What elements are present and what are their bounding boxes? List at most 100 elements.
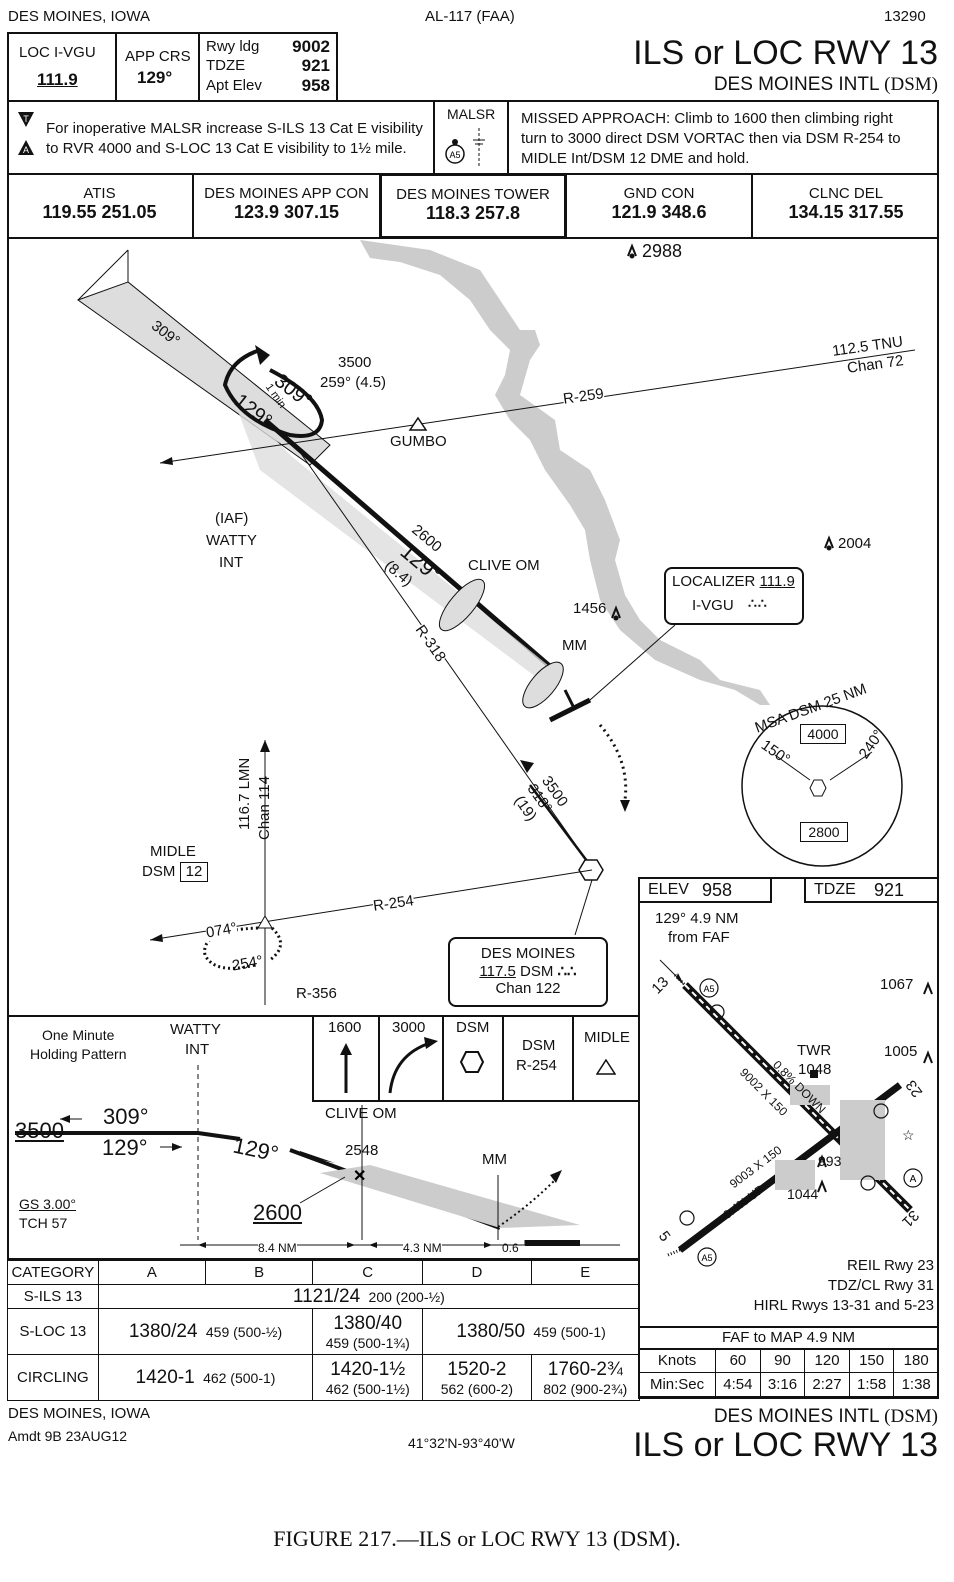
time-120: 2:27 bbox=[804, 1372, 850, 1397]
morse-code-icon: ∴∴ bbox=[748, 595, 768, 611]
col-c: C bbox=[312, 1260, 424, 1285]
comm-atis-name: ATIS bbox=[83, 185, 116, 202]
airport-elev-box: ELEV 958 bbox=[640, 879, 772, 903]
intersection-triangle-icon bbox=[596, 1059, 616, 1075]
sloc-de-sub: 459 (500-1) bbox=[533, 1323, 606, 1340]
airport-name: DES MOINES INTL bbox=[713, 74, 879, 95]
svg-text:✕: ✕ bbox=[353, 1168, 366, 1185]
svg-text:A: A bbox=[23, 145, 29, 155]
svg-text:A5: A5 bbox=[701, 1253, 712, 1263]
knots-label: Knots bbox=[637, 1348, 717, 1373]
profile-clive-om: CLIVE OM bbox=[325, 1105, 397, 1122]
apt-elev-value: 958 bbox=[301, 76, 330, 95]
circ-e-sub: 802 (900-2¾) bbox=[543, 1380, 628, 1397]
chart-location: DES MOINES, IOWA bbox=[8, 8, 150, 25]
profile-altitude-2548: 2548 bbox=[345, 1142, 379, 1159]
minimums-table: CATEGORY A B C D E S-ILS 13 1121/24 200 … bbox=[7, 1260, 641, 1401]
missed-icon-dsm2: DSM bbox=[522, 1037, 556, 1054]
footer-location: DES MOINES, IOWA bbox=[8, 1405, 150, 1422]
missed-icon-3000: 3000 bbox=[378, 1015, 444, 1100]
localizer-label-text: LOCALIZER bbox=[672, 573, 756, 590]
holding-note-1: One Minute bbox=[42, 1027, 115, 1043]
obstacle-1044: 1044 bbox=[787, 1186, 819, 1202]
malsr-label: MALSR bbox=[447, 106, 496, 122]
missed-icon-midle: MIDLE bbox=[572, 1015, 640, 1100]
lighting-tdz: TDZ/CL Rwy 31 bbox=[827, 1277, 934, 1294]
comm-clearance-freq: 134.15 317.55 bbox=[788, 202, 904, 222]
vortac-icon bbox=[460, 1051, 484, 1073]
time-90: 3:16 bbox=[759, 1372, 806, 1397]
tdze-value: 921 bbox=[301, 56, 330, 75]
profile-inbound-129: 129° bbox=[102, 1135, 148, 1160]
app-crs-label: APP CRS bbox=[125, 48, 191, 65]
obstacle-1067: 1067 bbox=[880, 976, 914, 993]
profile-view bbox=[7, 1015, 640, 1260]
profile-watty: WATTY bbox=[170, 1021, 221, 1038]
comm-tower-name: DES MOINES TOWER bbox=[396, 186, 550, 203]
sloc-de-main: 1380/50 bbox=[456, 1320, 526, 1342]
malsr-box: MALSR A5 bbox=[433, 100, 509, 175]
faf-note-2: from FAF bbox=[668, 929, 730, 946]
lmn-frequency: 116.7 LMN bbox=[236, 757, 253, 830]
obstacle-993: 993 bbox=[818, 1153, 842, 1169]
iaf-label: (IAF) bbox=[215, 510, 249, 527]
comm-ground-name: GND CON bbox=[623, 185, 695, 202]
loc-freq: 111.9 bbox=[37, 70, 78, 89]
comm-clearance: CLNC DEL 134.15 317.55 bbox=[753, 173, 939, 239]
time-60: 4:54 bbox=[715, 1372, 761, 1397]
footer-airport-id: (DSM) bbox=[884, 1406, 938, 1427]
missed-icon-1600: 1600 bbox=[314, 1015, 380, 1100]
rwy-ldg-value: 9002 bbox=[292, 37, 330, 56]
tower-label: TWR bbox=[797, 1042, 832, 1059]
footer-airport-line: DES MOINES INTL (DSM) bbox=[714, 1406, 938, 1428]
gumbo-altitude: 3500 bbox=[338, 354, 372, 371]
airport-diagram bbox=[638, 877, 939, 1399]
comm-approach: DES MOINES APP CON 123.9 307.15 bbox=[194, 173, 379, 239]
elev-value: 958 bbox=[702, 880, 733, 900]
sils-main: 1121/24 bbox=[292, 1285, 361, 1307]
profile-outbound-309: 309° bbox=[103, 1104, 149, 1129]
plan-view-graphics bbox=[76, 240, 916, 1005]
col-b: B bbox=[204, 1260, 314, 1285]
profile-watty-int: INT bbox=[185, 1041, 210, 1058]
elev-label: ELEV bbox=[648, 881, 689, 898]
circ-e-main: 1760-2¾ bbox=[547, 1358, 623, 1380]
time-table: Knots 60 90 120 150 180 Min:Sec 4:54 3:1… bbox=[637, 1348, 939, 1397]
sketch-tdze-value: 921 bbox=[874, 880, 905, 900]
mm-label: MM bbox=[562, 637, 587, 654]
localizer-ident: I-VGU bbox=[692, 597, 734, 614]
nonstandard-takeoff-icon: T bbox=[18, 112, 34, 133]
note-line-1: For inoperative MALSR increase S-ILS 13 … bbox=[46, 120, 423, 137]
comm-atis-freq: 119.55 251.05 bbox=[42, 202, 157, 222]
circ-d-main: 1520-2 bbox=[447, 1358, 507, 1380]
missed-icon-3000-label: 3000 bbox=[392, 1019, 426, 1036]
gumbo-course: 259° (4.5) bbox=[320, 374, 387, 391]
col-a: A bbox=[97, 1260, 207, 1285]
watty-label: WATTY bbox=[206, 532, 257, 549]
airport-sketch-graphics: A5 A5 A ☆ bbox=[659, 959, 933, 1267]
runway-data-box: Rwy ldg 9002 TDZE 921 Apt Elev 958 bbox=[198, 32, 338, 102]
figure-caption: FIGURE 217.—ILS or LOC RWY 13 (DSM). bbox=[273, 1526, 681, 1551]
circ-ab-sub: 462 (500-1) bbox=[203, 1369, 276, 1386]
loc-label: LOC I-VGU bbox=[19, 44, 96, 61]
faf-to-map-header: FAF to MAP 4.9 NM bbox=[638, 1326, 939, 1350]
missed-line-3: MIDLE Int/DSM 12 DME and hold. bbox=[521, 150, 750, 167]
row-sloc: S-LOC 13 bbox=[7, 1308, 99, 1355]
profile-mm: MM bbox=[482, 1151, 507, 1168]
obstacle-2988: 2988 bbox=[642, 241, 683, 261]
clive-om-label: CLIVE OM bbox=[468, 557, 540, 574]
airport-tdze-box: TDZE 921 bbox=[804, 879, 937, 903]
svg-text:☆: ☆ bbox=[902, 1127, 915, 1143]
missed-line-1: MISSED APPROACH: Climb to 1600 then clim… bbox=[521, 110, 893, 127]
footer-amendment: Amdt 9B 23AUG12 bbox=[8, 1428, 128, 1444]
dsm-vortac-name: DES MOINES bbox=[480, 945, 576, 962]
midle-label: MIDLE bbox=[150, 843, 196, 860]
rwy-ldg-label: Rwy ldg bbox=[206, 38, 260, 55]
tower-elevation: 1048 bbox=[798, 1061, 832, 1078]
distance-4-3-nm: 4.3 NM bbox=[403, 1241, 442, 1255]
faf-note-1: 129° 4.9 NM bbox=[655, 910, 739, 927]
lighting-reil: REIL Rwy 23 bbox=[847, 1257, 934, 1274]
